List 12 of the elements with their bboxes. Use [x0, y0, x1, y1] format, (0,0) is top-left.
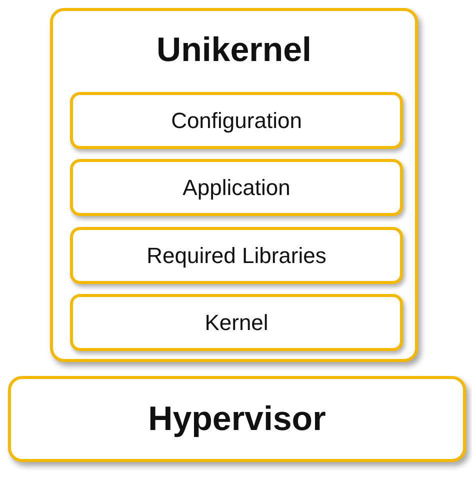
container-box — [50, 8, 418, 362]
layer-label: Required Libraries — [146, 242, 326, 268]
component-box — [70, 159, 403, 216]
layer-box — [8, 376, 466, 462]
layer-label: Configuration — [171, 108, 302, 134]
layer-label: Application — [182, 174, 290, 200]
component-box — [70, 227, 403, 284]
layer-label: Kernel — [204, 310, 268, 336]
component-box — [70, 92, 403, 149]
heading: Unikernel — [156, 31, 312, 70]
component-box — [70, 294, 403, 351]
heading: Hypervisor — [148, 400, 326, 438]
